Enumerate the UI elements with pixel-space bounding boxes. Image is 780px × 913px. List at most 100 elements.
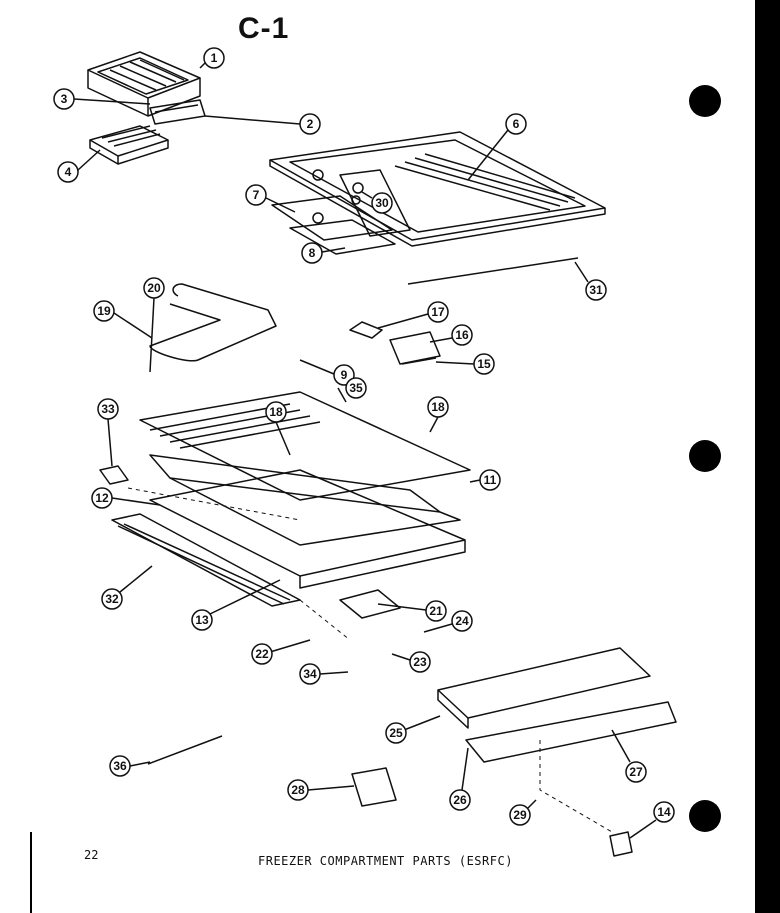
diagram-title: C-1 — [238, 12, 290, 45]
guide-line — [539, 740, 613, 833]
svg-text:24: 24 — [455, 614, 469, 628]
svg-text:6: 6 — [513, 117, 520, 131]
callout-18b: 18 — [427, 396, 449, 433]
callout-34: 34 — [299, 663, 349, 685]
svg-text:36: 36 — [113, 759, 127, 773]
callout-19: 19 — [93, 300, 153, 339]
svg-text:15: 15 — [477, 357, 491, 371]
svg-text:26: 26 — [453, 793, 467, 807]
callout-25: 25 — [385, 715, 441, 744]
svg-text:4: 4 — [65, 165, 72, 179]
freezer-floor-drawing — [149, 469, 466, 589]
callout-20: 20 — [143, 277, 165, 373]
svg-text:29: 29 — [513, 808, 527, 822]
svg-text:11: 11 — [484, 473, 497, 487]
crisper-frame-drawing — [437, 647, 677, 763]
callout-18a: 18 — [265, 401, 291, 456]
foot-drawing — [609, 831, 633, 857]
callout-3: 3 — [53, 88, 151, 110]
callout-14: 14 — [629, 801, 675, 839]
svg-text:8: 8 — [309, 246, 316, 260]
rod-drawing — [407, 257, 579, 285]
callout-8: 8 — [301, 242, 346, 264]
svg-text:12: 12 — [95, 491, 109, 505]
svg-text:31: 31 — [589, 283, 603, 297]
svg-text:2: 2 — [307, 117, 314, 131]
callout-22: 22 — [251, 639, 311, 665]
callout-26: 26 — [449, 747, 471, 811]
bracket-drawing — [349, 321, 383, 339]
svg-text:32: 32 — [105, 592, 119, 606]
svg-text:9: 9 — [341, 368, 348, 382]
svg-text:25: 25 — [389, 726, 403, 740]
callout-29: 29 — [509, 799, 537, 826]
callout-30: 30 — [361, 191, 393, 214]
bin-handle-drawing — [149, 99, 206, 125]
svg-text:33: 33 — [101, 402, 115, 416]
svg-text:35: 35 — [349, 381, 363, 395]
clip-drawing — [99, 465, 129, 485]
callout-2: 2 — [204, 113, 321, 135]
svg-text:20: 20 — [147, 281, 161, 295]
terminal-strip-drawing — [401, 357, 437, 365]
callout-6: 6 — [467, 113, 527, 181]
svg-text:17: 17 — [431, 305, 445, 319]
svg-text:18: 18 — [431, 400, 445, 414]
callout-9: 9 — [299, 359, 355, 386]
binder-hole — [689, 85, 721, 117]
svg-text:19: 19 — [97, 304, 111, 318]
svg-text:30: 30 — [375, 196, 389, 210]
evaporator-drawing — [139, 391, 471, 546]
binder-hole — [689, 800, 721, 832]
callout-16: 16 — [429, 324, 473, 346]
cover-plate-drawing — [271, 195, 396, 255]
callout-31: 31 — [574, 261, 607, 301]
callout-13: 13 — [191, 579, 281, 631]
callout-33: 33 — [97, 398, 119, 467]
callout-36: 36 — [109, 755, 151, 777]
binder-hole — [689, 440, 721, 472]
diagram-caption: FREEZER COMPARTMENT PARTS (ESRFC) — [258, 854, 513, 868]
svg-text:22: 22 — [255, 647, 269, 661]
svg-text:1: 1 — [211, 51, 218, 65]
ice-tray-drawing — [89, 125, 169, 165]
svg-text:28: 28 — [291, 783, 305, 797]
wire-drawing — [147, 735, 223, 765]
svg-text:13: 13 — [195, 613, 209, 627]
callout-24: 24 — [423, 610, 473, 633]
callout-28: 28 — [287, 779, 355, 801]
callout-12: 12 — [91, 487, 161, 509]
page-number: 22 — [84, 848, 99, 862]
callout-27: 27 — [611, 729, 647, 783]
callout-4: 4 — [57, 149, 101, 183]
svg-text:34: 34 — [303, 667, 317, 681]
heater-coil-drawing — [149, 283, 277, 362]
callout-15: 15 — [435, 353, 495, 375]
svg-text:16: 16 — [455, 328, 469, 342]
svg-text:23: 23 — [413, 655, 427, 669]
callout-17: 17 — [377, 301, 449, 329]
callout-23: 23 — [391, 651, 431, 673]
callout-32: 32 — [101, 565, 153, 610]
svg-text:18: 18 — [269, 405, 283, 419]
svg-text:21: 21 — [429, 604, 443, 618]
svg-text:3: 3 — [61, 92, 68, 106]
margin-rule — [30, 832, 32, 913]
callout-35: 35 — [337, 377, 367, 403]
hinge-plate-drawing — [339, 589, 401, 619]
guide-line — [127, 487, 301, 521]
callout-1: 1 — [199, 47, 225, 69]
bracket-plate-drawing — [351, 767, 397, 807]
page-edge-bar — [755, 0, 780, 913]
svg-text:14: 14 — [657, 805, 671, 819]
callout-11: 11 — [469, 469, 501, 491]
relay-drawing — [389, 331, 441, 365]
callout-7: 7 — [245, 184, 296, 213]
freezer-shelf-drawing — [269, 131, 606, 247]
callout-21: 21 — [377, 600, 447, 622]
svg-text:27: 27 — [629, 765, 643, 779]
svg-text:7: 7 — [253, 188, 260, 202]
guide-line — [299, 599, 351, 641]
ice-bin-drawing — [87, 51, 201, 117]
